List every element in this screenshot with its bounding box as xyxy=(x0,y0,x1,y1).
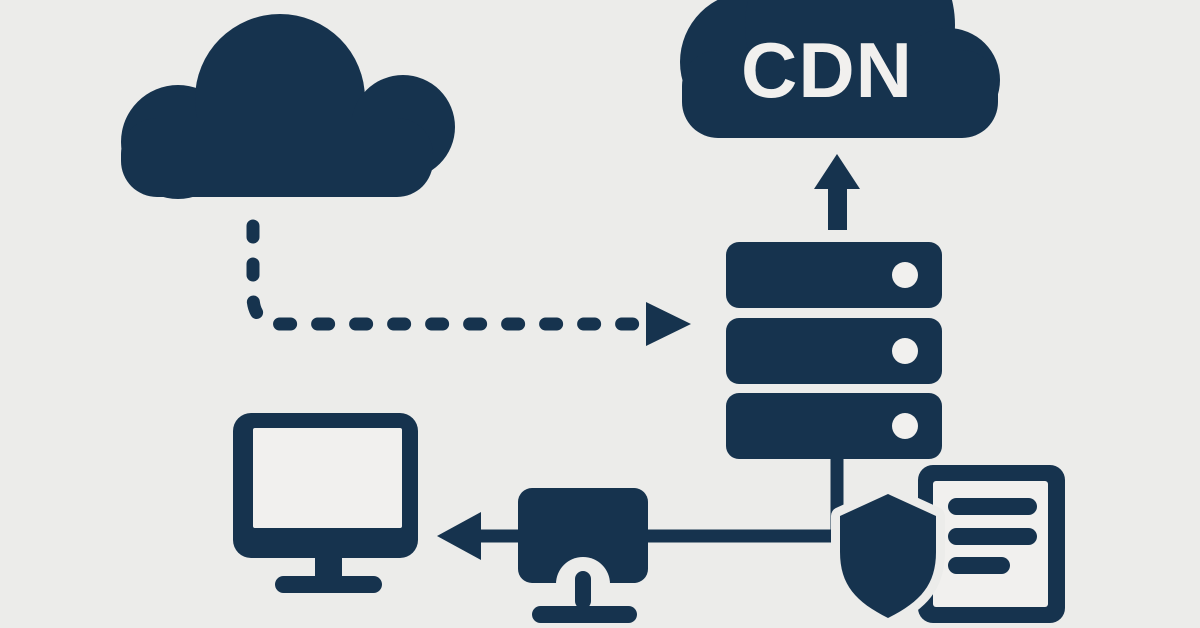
arrow-right-icon xyxy=(646,302,691,346)
document-text-line xyxy=(948,498,1037,515)
server-to-cdn-arrow xyxy=(814,154,860,230)
desktop-computer-icon xyxy=(233,413,418,593)
document-icon xyxy=(918,465,1065,623)
desktop-stand-base xyxy=(275,576,382,593)
arrow-up-icon xyxy=(814,154,860,189)
origin-cloud-icon xyxy=(121,14,455,199)
cdn-cloud-icon: CDN xyxy=(680,0,1000,138)
server-rack-icon xyxy=(726,242,942,459)
server-rack-unit xyxy=(726,318,942,384)
monitor-stand-base xyxy=(532,606,637,623)
server-led xyxy=(892,413,918,439)
server-led xyxy=(892,262,918,288)
edge-device-monitor-icon xyxy=(518,488,648,623)
cdn-label: CDN xyxy=(741,26,913,114)
origin-to-server-dashed-connector xyxy=(246,219,691,346)
monitor-stand-neck xyxy=(575,571,591,609)
server-rack-unit xyxy=(726,393,942,459)
desktop-screen xyxy=(253,428,402,528)
document-text-line xyxy=(948,528,1037,545)
document-text-line xyxy=(948,557,1010,574)
arrow-left-icon xyxy=(437,512,481,560)
desktop-stand-neck xyxy=(315,556,342,578)
server-rack-unit xyxy=(726,242,942,308)
server-led xyxy=(892,338,918,364)
shield-icon xyxy=(831,485,945,627)
